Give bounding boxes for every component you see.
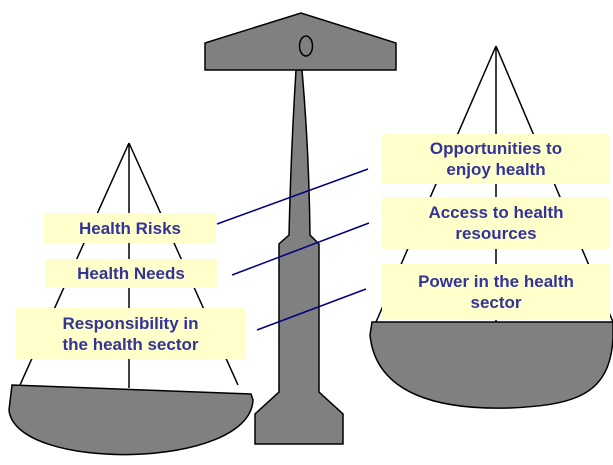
label-opportunities: Opportunities to enjoy health	[382, 134, 610, 184]
label-line: resources	[455, 224, 537, 243]
label-line: Health Needs	[77, 264, 185, 283]
left-pan	[8, 384, 254, 456]
connector-lines	[216, 168, 370, 331]
label-power: Power in the health sector	[382, 264, 610, 320]
beam-pivot-ring	[298, 35, 314, 57]
label-line: Health Risks	[78, 218, 182, 238]
label-line: Responsibility in	[62, 313, 199, 333]
label-responsibility: Responsibility in the health sector	[16, 308, 245, 359]
label-line: Access to health	[428, 203, 564, 222]
scale-pillar	[254, 69, 344, 445]
label-line: enjoy health	[446, 160, 546, 179]
label-line: sector	[470, 293, 522, 312]
label-health-risks: Health Risks	[44, 213, 216, 243]
label-line: Opportunities to	[429, 139, 563, 158]
label-health-needs: Health Needs	[45, 259, 217, 288]
label-access: Access to health resources	[382, 197, 610, 249]
label-line: the health sector	[62, 334, 199, 354]
right-pan	[369, 321, 613, 409]
label-line: Power in the health	[418, 272, 574, 291]
